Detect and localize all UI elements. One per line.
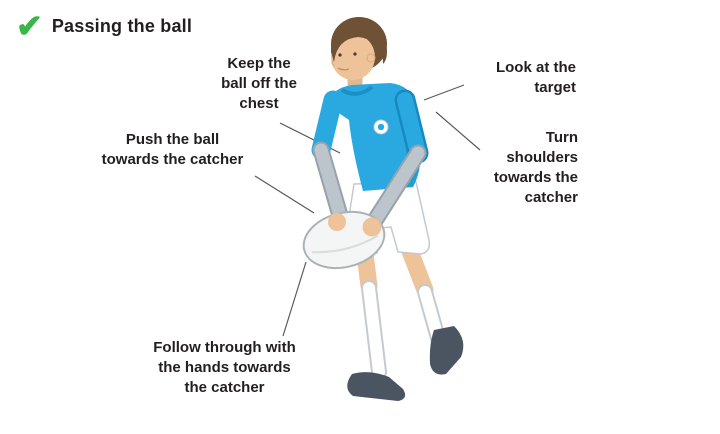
label-look-at-target: Look at the target: [495, 59, 576, 96]
nose: [331, 59, 335, 67]
label-follow-through: Follow through with the hands towards th…: [153, 339, 296, 396]
line-push-ball: [254, 175, 315, 214]
collar: [340, 85, 374, 96]
mouth: [337, 67, 350, 71]
label-push-ball: Push the ball towards the catcher: [101, 131, 244, 168]
back-shoe: [429, 326, 464, 375]
front-leg: [347, 237, 406, 401]
hands: [328, 213, 382, 237]
arms: [311, 89, 429, 231]
line-turn-shoulders: [435, 111, 481, 151]
page-title: Passing the ball: [51, 15, 193, 36]
label-turn-shoulders: Turn shoulders towards the catcher: [493, 129, 578, 206]
front-shoe: [347, 372, 406, 401]
eye: [353, 52, 357, 56]
line-follow-through: [282, 261, 307, 337]
line-look-target: [423, 84, 465, 101]
head: [330, 17, 387, 80]
check-icon: ✔: [16, 8, 43, 44]
diagram-title-row: ✔ Passing the ball: [16, 10, 192, 42]
ear: [366, 53, 376, 63]
label-keep-ball-off-chest: Keep the ball off the chest: [221, 55, 297, 112]
back-leg: [399, 237, 464, 375]
eye: [338, 53, 342, 57]
